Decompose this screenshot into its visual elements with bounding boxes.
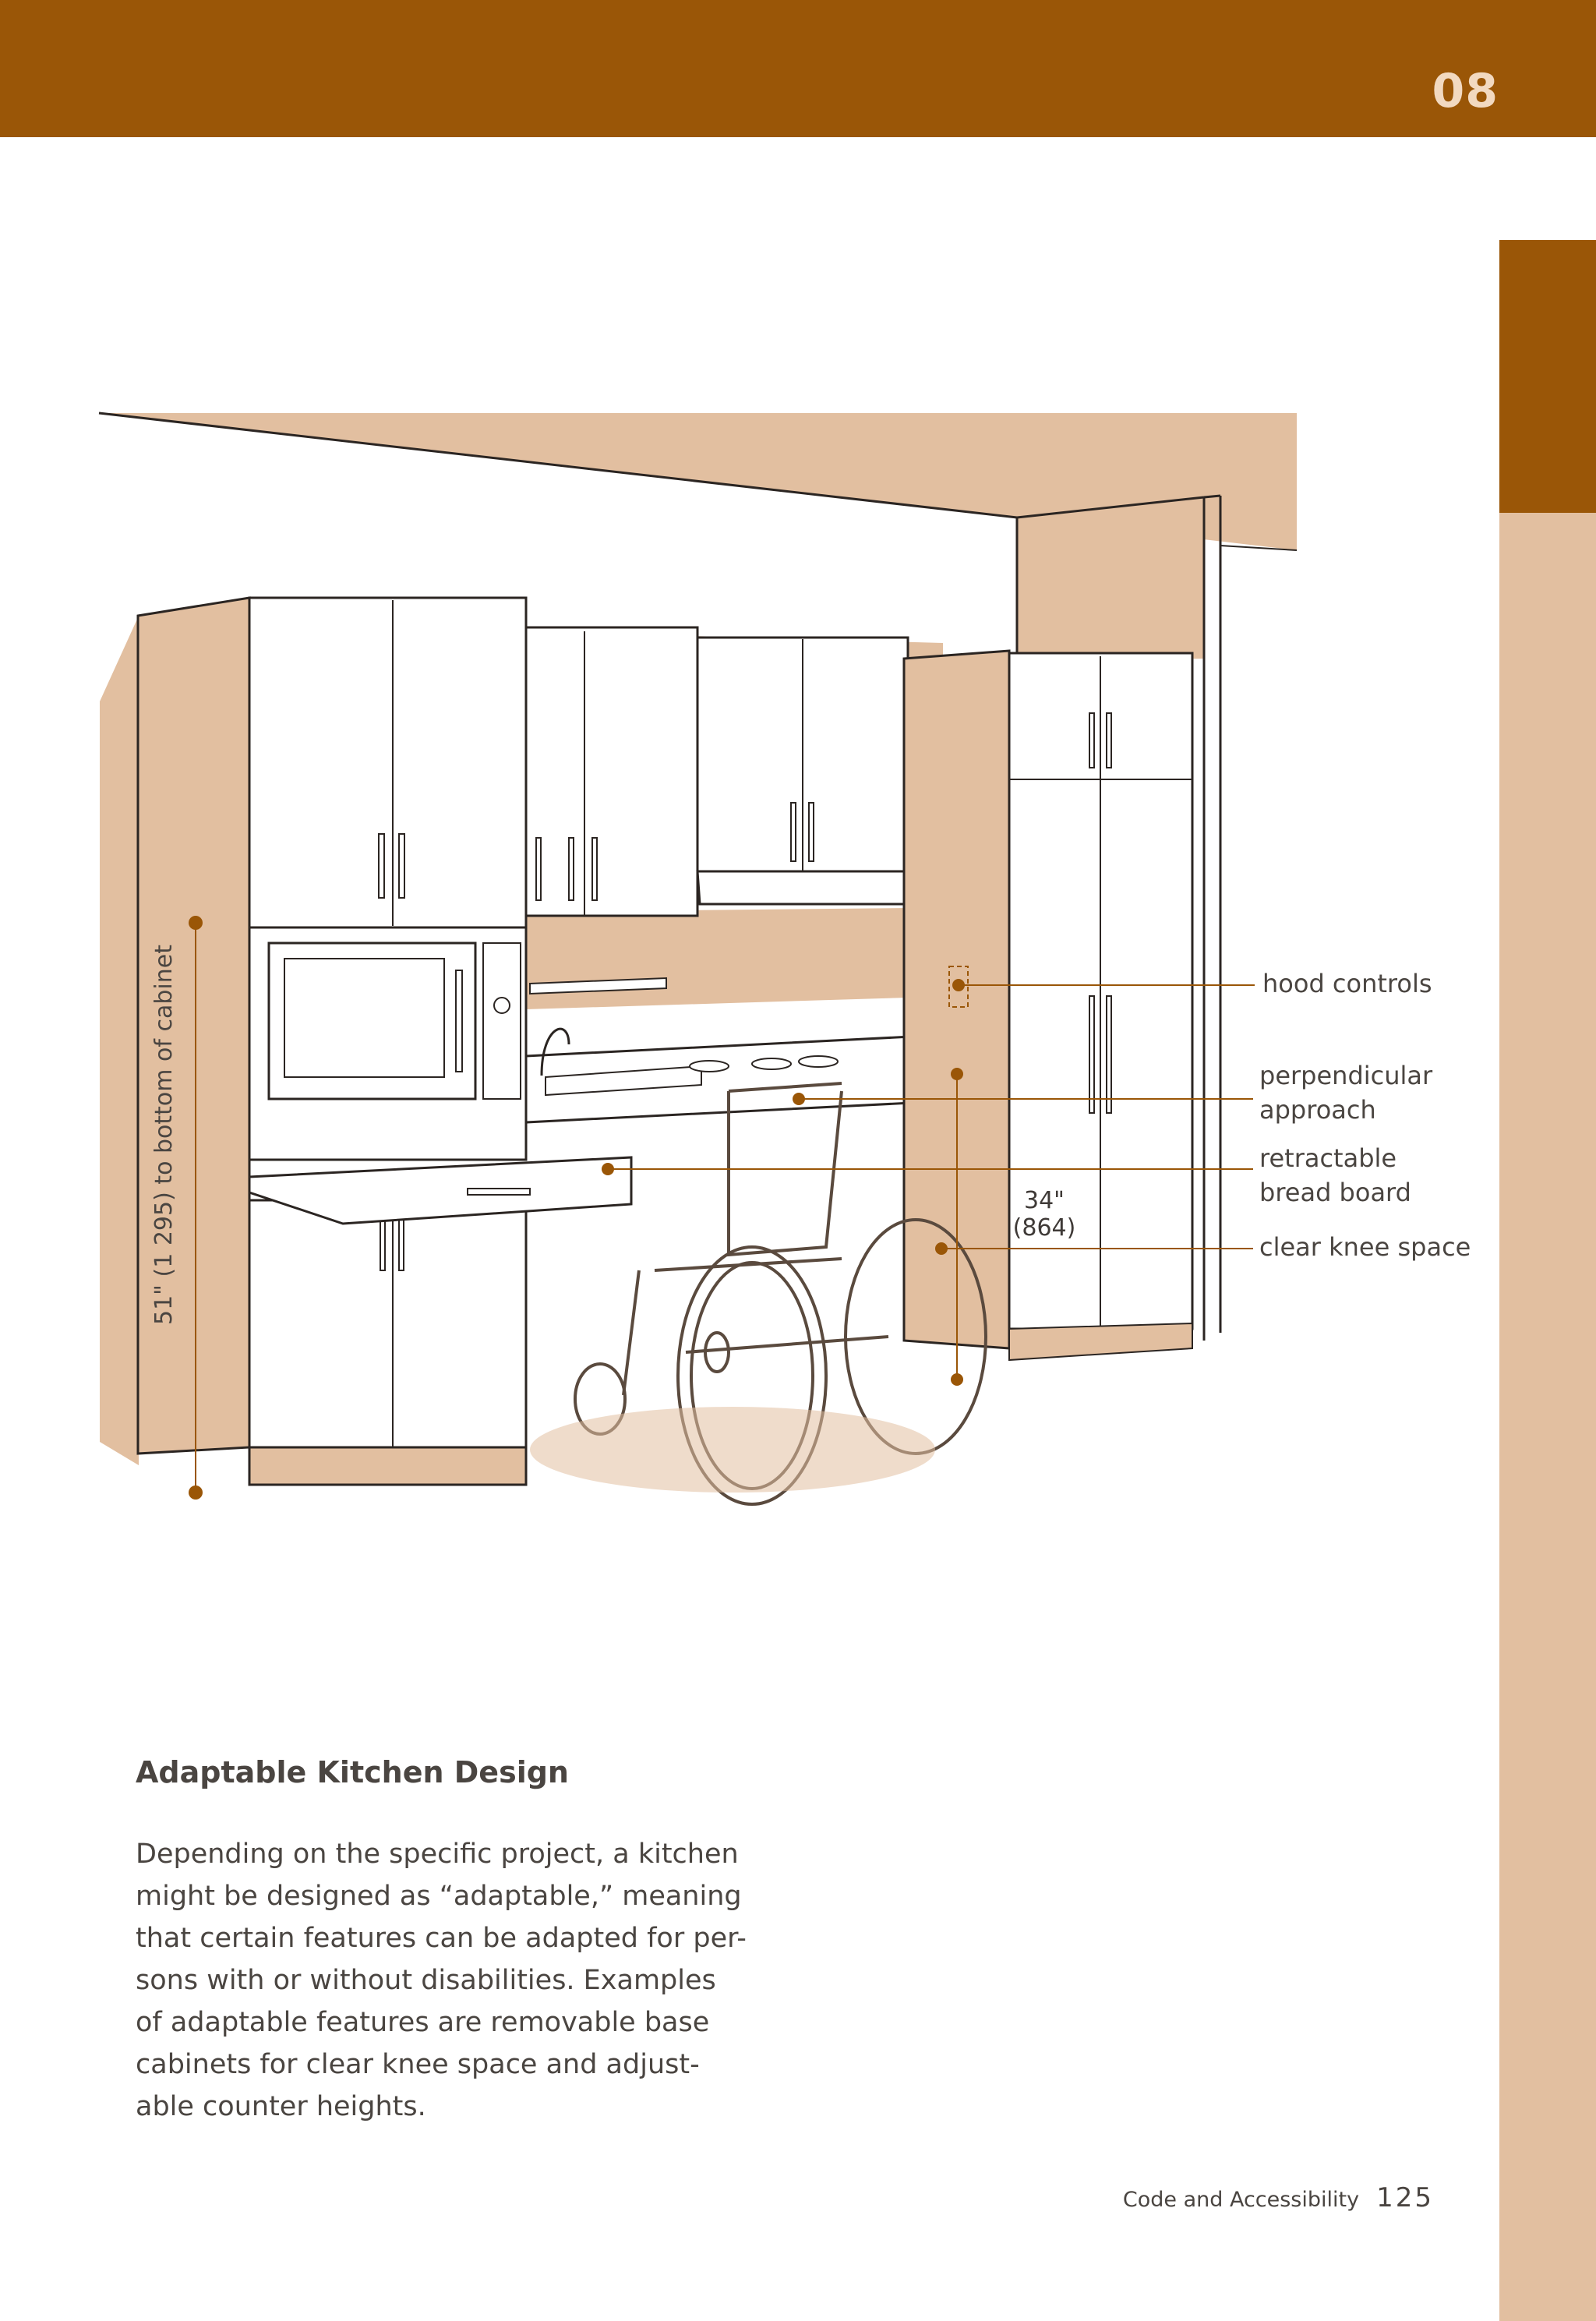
- body-line: sons with or without disabilities. Examp…: [136, 1965, 716, 1996]
- callout-retractable-bread-board: retractable bread board: [1259, 1141, 1411, 1210]
- page-number: 125: [1376, 2182, 1434, 2213]
- body-line: might be designed as “adaptable,” meanin…: [136, 1881, 742, 1912]
- callout-perpendicular-approach: perpendicular approach: [1259, 1058, 1432, 1127]
- top-band: [0, 0, 1596, 137]
- body-line: that certain features can be adapted for…: [136, 1923, 747, 1954]
- callout-line: clear knee space: [1259, 1232, 1471, 1262]
- footer-section-label: Code and Accessibility: [1122, 2188, 1360, 2212]
- backsplash: [526, 908, 908, 1009]
- kitchen-drawing: 51" (1 295) to bottom of cabinet 34" (86…: [98, 412, 1298, 1506]
- ceiling-plane: [99, 413, 1297, 550]
- floor-shadow: [530, 1407, 935, 1493]
- bread-board: [248, 1156, 633, 1225]
- body-line: Depending on the specific project, a kit…: [136, 1839, 739, 1870]
- kitchen-illustration: 51" (1 295) to bottom of cabinet 34" (86…: [94, 405, 1496, 1535]
- side-strip: [1499, 240, 1596, 2321]
- body-line: cabinets for clear knee space and adjust…: [136, 2049, 700, 2080]
- toe-kick: [248, 1446, 528, 1486]
- callout-line: retractable: [1259, 1143, 1397, 1173]
- section-title: Adaptable Kitchen Design: [136, 1755, 569, 1789]
- left-wall: [100, 616, 139, 1465]
- tall-cabinet-upper: [248, 596, 528, 929]
- callout-line: hood controls: [1262, 969, 1432, 998]
- body-line: able counter heights.: [136, 2091, 426, 2122]
- callout-clear-knee-space: clear knee space: [1259, 1230, 1471, 1264]
- callout-line: bread board: [1259, 1178, 1411, 1207]
- dimension-counter-in: 34": [1024, 1187, 1065, 1214]
- wall-cabinet-left: [524, 626, 699, 917]
- tall-cabinet-lower: [248, 1199, 528, 1449]
- dimension-counter-mm: (864): [1013, 1214, 1076, 1242]
- chapter-tab: [1499, 240, 1596, 513]
- callout-line: perpendicular: [1259, 1061, 1433, 1090]
- callout-line: approach: [1259, 1095, 1376, 1125]
- microwave: [267, 941, 477, 1100]
- dimension-vertical-label: 51" (1 295) to bottom of cabinet: [150, 945, 178, 1325]
- chapter-number: 08: [1432, 64, 1499, 118]
- column: [1017, 497, 1204, 662]
- page-footer: Code and Accessibility 125: [1123, 2182, 1434, 2213]
- body-paragraph: Depending on the specific project, a kit…: [136, 1833, 775, 2128]
- body-line: of adaptable features are removable base: [136, 2007, 710, 2038]
- callout-hood-controls: hood controls: [1262, 966, 1432, 1001]
- range-hood: [696, 870, 926, 906]
